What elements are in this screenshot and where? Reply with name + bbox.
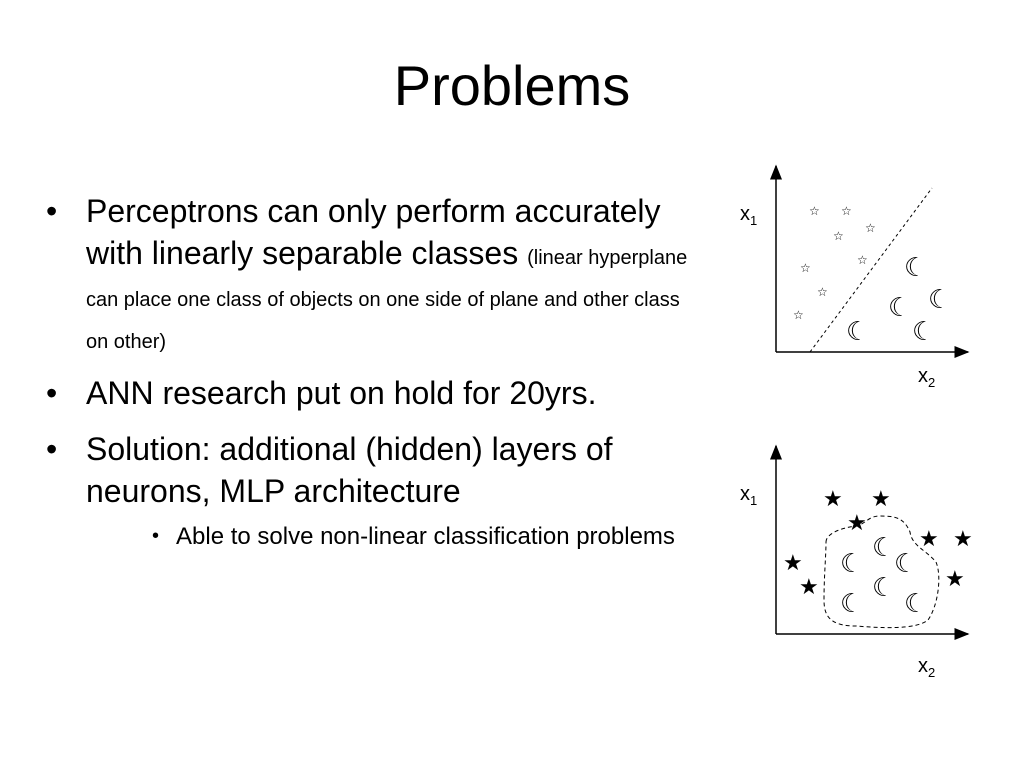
star-icon: ☆ xyxy=(800,261,811,275)
bullet-text-3: Solution: additional (hidden) layers of … xyxy=(86,431,613,509)
moon-icon: ☾ xyxy=(840,549,863,579)
star-icon: ☆ xyxy=(809,204,820,218)
bottom-moon-class: ☾ ☾ ☾ ☾ ☾ ☾ xyxy=(840,533,927,619)
star-icon: ★ xyxy=(823,487,843,512)
sub-bullet-text-1: Able to solve non-linear classification … xyxy=(176,523,675,550)
bullet-text-1: Perceptrons can only perform accurately … xyxy=(86,193,661,271)
sub-bullet-icon: • xyxy=(152,525,160,547)
top-star-class: ☆ ☆ ☆ ☆ ☆ ☆ ☆ ☆ xyxy=(793,204,876,322)
moon-icon: ☾ xyxy=(928,285,951,315)
star-icon: ★ xyxy=(783,551,803,576)
linear-separable-diagram: x1 x2 ☆ ☆ ☆ ☆ ☆ ☆ ☆ ☆ ☾ ☾ ☾ ☾ ☾ xyxy=(740,164,970,390)
star-icon: ★ xyxy=(953,527,973,552)
moon-icon: ☾ xyxy=(904,253,927,283)
bottom-star-class: ★ ★ ★ ★ ★ ★ ★ ★ xyxy=(783,487,973,600)
star-icon: ☆ xyxy=(841,204,852,218)
bullet-list: • Perceptrons can only perform accuratel… xyxy=(44,190,704,553)
moon-icon: ☾ xyxy=(840,589,863,619)
bullet-text-2: ANN research put on hold for 20yrs. xyxy=(86,375,597,411)
star-icon: ☆ xyxy=(857,253,868,267)
moon-icon: ☾ xyxy=(888,293,911,323)
star-icon: ★ xyxy=(799,575,819,600)
sub-bullet-item-1: • Able to solve non-linear classificatio… xyxy=(44,520,704,553)
star-icon: ★ xyxy=(919,527,939,552)
star-icon: ☆ xyxy=(865,221,876,235)
bullet-item-1: • Perceptrons can only perform accuratel… xyxy=(44,190,704,358)
moon-icon: ☾ xyxy=(846,317,869,347)
non-linear-decision-boundary xyxy=(823,515,940,629)
moon-icon: ☾ xyxy=(904,589,927,619)
bullet-item-2: • ANN research put on hold for 20yrs. xyxy=(44,372,704,414)
bottom-y-axis-label: x1 xyxy=(740,483,757,508)
top-moon-class: ☾ ☾ ☾ ☾ ☾ xyxy=(846,253,951,347)
slide-title: Problems xyxy=(393,54,631,117)
star-icon: ☆ xyxy=(833,229,844,243)
moon-icon: ☾ xyxy=(872,573,895,603)
bullet-note-1: (linear hyperplane can place one class o… xyxy=(86,247,688,353)
star-icon: ☆ xyxy=(793,308,804,322)
top-y-axis-label: x1 xyxy=(740,203,757,228)
bullet-icon: • xyxy=(46,193,58,229)
bullet-icon: • xyxy=(46,375,58,411)
bottom-x-axis-label: x2 xyxy=(918,655,935,680)
classification-diagrams: x1 x2 ☆ ☆ ☆ ☆ ☆ ☆ ☆ ☆ ☾ ☾ ☾ ☾ ☾ x1 x2 ★ … xyxy=(740,164,973,680)
linear-decision-boundary xyxy=(809,187,933,353)
non-linear-diagram: x1 x2 ★ ★ ★ ★ ★ ★ ★ ★ ☾ ☾ ☾ ☾ ☾ ☾ xyxy=(740,444,973,680)
star-icon: ★ xyxy=(871,487,891,512)
moon-icon: ☾ xyxy=(912,317,935,347)
star-icon: ★ xyxy=(847,511,867,536)
bullet-icon: • xyxy=(46,431,58,467)
top-x-axis-label: x2 xyxy=(918,365,935,390)
moon-icon: ☾ xyxy=(894,549,917,579)
bullet-item-3: • Solution: additional (hidden) layers o… xyxy=(44,428,704,512)
moon-icon: ☾ xyxy=(872,533,895,563)
star-icon: ★ xyxy=(945,567,965,592)
star-icon: ☆ xyxy=(817,285,828,299)
